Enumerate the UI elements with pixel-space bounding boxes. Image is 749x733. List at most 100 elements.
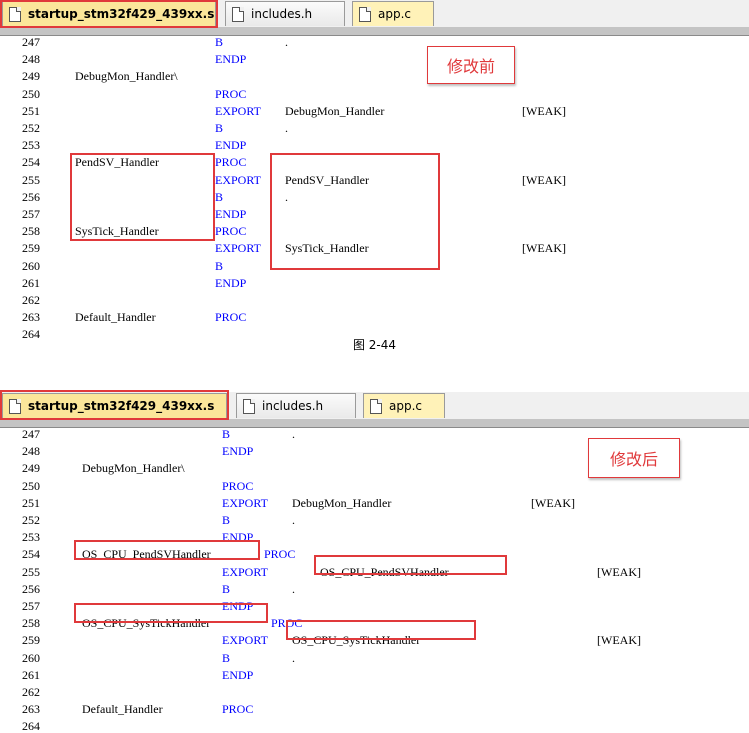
tab-includes-h[interactable]: includes.h bbox=[236, 393, 356, 418]
code-text: Default_Handler bbox=[82, 702, 163, 717]
code-text: PendSV_Handler bbox=[75, 155, 159, 170]
code-text: . bbox=[285, 258, 288, 273]
highlight-pendsv-export bbox=[314, 555, 507, 575]
code-keyword: ENDP bbox=[222, 667, 254, 682]
line-number: 253 bbox=[22, 530, 40, 545]
line-number: 250 bbox=[22, 478, 40, 493]
editor-tab-bar: startup_stm32f429_439xx.s includes.h app… bbox=[0, 0, 749, 28]
figure-caption: 图 2-44 bbox=[352, 338, 397, 352]
highlight-active-tab bbox=[0, 0, 218, 28]
highlight-systick-label bbox=[74, 603, 268, 623]
tab-startup-file[interactable]: startup_stm32f429_439xx.s bbox=[2, 1, 216, 26]
screenshot-before: startup_stm32f429_439xx.s includes.h app… bbox=[0, 0, 749, 340]
code-text: . bbox=[292, 581, 295, 596]
tab-label: app.c bbox=[378, 7, 411, 21]
tab-divider bbox=[0, 419, 749, 428]
line-number: 248 bbox=[22, 444, 40, 459]
code-text: . bbox=[285, 35, 288, 49]
line-number: 256 bbox=[22, 189, 40, 204]
tab-label: includes.h bbox=[262, 399, 324, 413]
code-keyword: PROC bbox=[215, 155, 247, 170]
code-keyword: PROC bbox=[222, 478, 254, 493]
code-line[interactable]: 264 bbox=[0, 328, 749, 340]
code-keyword: ENDP bbox=[215, 52, 247, 67]
code-text: . bbox=[292, 513, 295, 527]
tab-app-c[interactable]: app.c bbox=[352, 1, 434, 26]
code-text: . bbox=[285, 189, 288, 204]
code-line[interactable]: 254 PendSV_Handler PROC bbox=[0, 155, 749, 170]
code-text: [WEAK] bbox=[522, 172, 566, 187]
code-text: OS_CPU_PendSVHandler bbox=[82, 547, 211, 562]
line-number: 262 bbox=[22, 685, 40, 699]
code-text: SysTick_Handler bbox=[75, 224, 159, 239]
line-number: 257 bbox=[22, 599, 40, 613]
line-number: 251 bbox=[22, 495, 40, 510]
line-number: 264 bbox=[22, 719, 40, 733]
code-line[interactable]: 248 ENDP bbox=[0, 444, 749, 459]
file-icon bbox=[9, 398, 21, 414]
code-line[interactable]: 255 EXPORT PendSV_Handler [WEAK] bbox=[0, 172, 749, 187]
tab-includes-h[interactable]: includes.h bbox=[225, 1, 345, 26]
code-text: [WEAK] bbox=[522, 241, 566, 256]
file-icon bbox=[359, 6, 371, 22]
line-number: 255 bbox=[22, 172, 40, 187]
screenshot-after: startup_stm32f429_439xx.s includes.h app… bbox=[0, 390, 749, 732]
highlight-handler-names bbox=[70, 153, 215, 241]
callout-label: 修改前 bbox=[427, 46, 515, 84]
code-line[interactable]: 264 bbox=[0, 719, 749, 733]
code-line[interactable]: 258 SysTick_Handler PROC bbox=[0, 224, 749, 239]
tab-app-c[interactable]: app.c bbox=[363, 393, 445, 418]
line-number: 254 bbox=[22, 155, 40, 170]
code-keyword: PROC bbox=[215, 310, 247, 325]
code-text: . bbox=[285, 121, 288, 135]
code-text: [WEAK] bbox=[522, 103, 566, 118]
callout-label: 修改后 bbox=[588, 438, 680, 478]
code-text: . bbox=[292, 650, 295, 665]
highlight-pendsv-label bbox=[74, 540, 260, 560]
code-keyword: PROC bbox=[215, 224, 247, 239]
code-line[interactable]: 262 bbox=[0, 294, 749, 306]
code-text: OS_CPU_SysTickHandler bbox=[82, 616, 211, 631]
line-number: 259 bbox=[22, 241, 40, 256]
code-line[interactable]: 262 bbox=[0, 685, 749, 699]
line-number: 258 bbox=[22, 224, 40, 239]
code-keyword: B bbox=[222, 427, 231, 441]
code-text: DebugMon_Handler\ bbox=[75, 69, 178, 84]
code-text: SysTick_Handler bbox=[285, 241, 369, 256]
code-text: PendSV_Handler bbox=[285, 172, 369, 187]
file-icon bbox=[9, 6, 21, 22]
tab-label: includes.h bbox=[251, 7, 313, 21]
code-keyword: ENDP bbox=[222, 444, 254, 459]
code-keyword: EXPORT bbox=[215, 172, 261, 187]
tab-startup-file[interactable]: startup_stm32f429_439xx.s bbox=[2, 393, 227, 418]
code-text: [WEAK] bbox=[531, 495, 575, 510]
code-text: Default_Handler bbox=[75, 310, 156, 325]
code-text: DebugMon_Handler bbox=[292, 495, 392, 510]
line-number: 256 bbox=[22, 581, 40, 596]
code-keyword: B bbox=[215, 121, 224, 135]
code-line[interactable]: 250 PROC bbox=[0, 478, 749, 493]
